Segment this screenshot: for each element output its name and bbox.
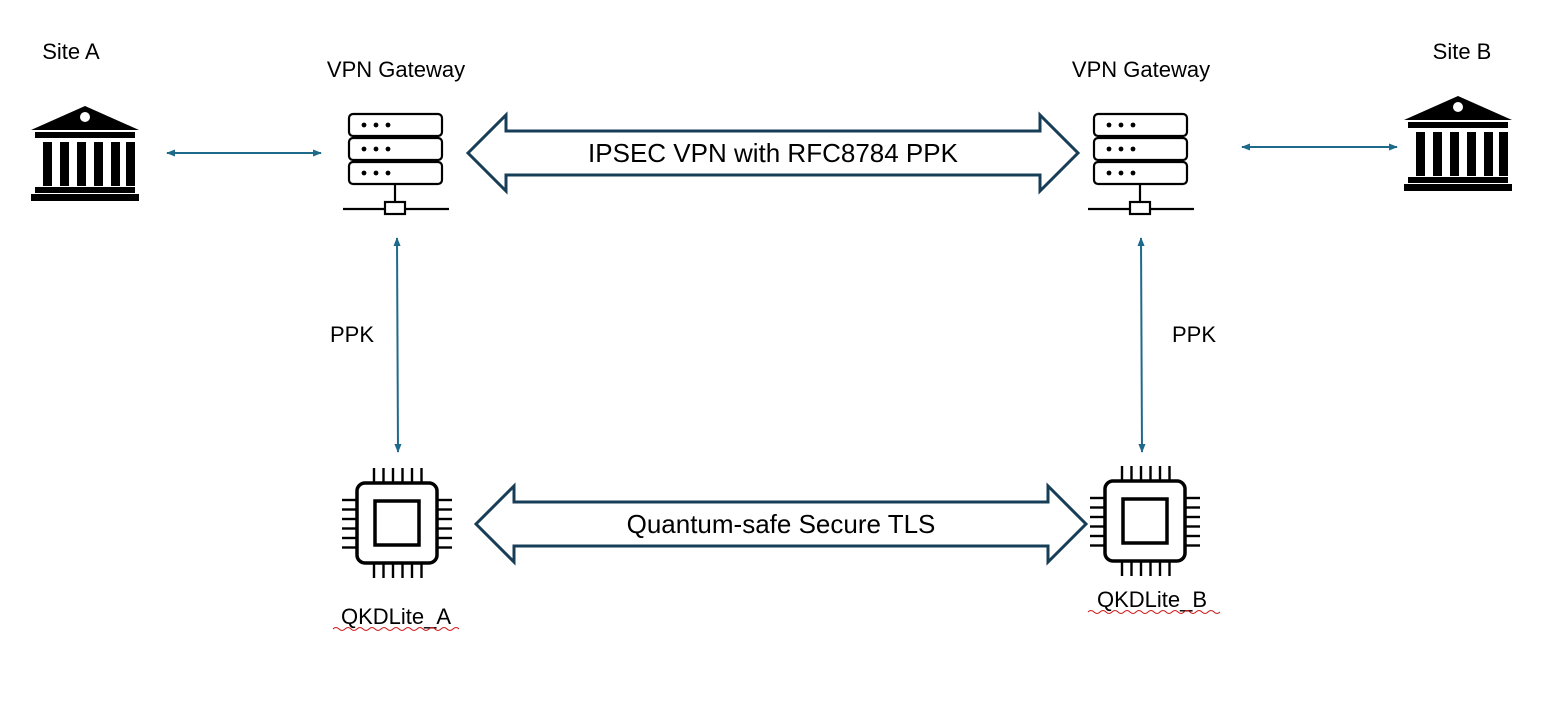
qkdlite-a-label: QKDLite_A [341, 604, 451, 629]
ipsec-link-label: IPSEC VPN with RFC8784 PPK [588, 138, 959, 168]
vpn-gateway-b-label: VPN Gateway [1072, 57, 1210, 82]
tls-link-label: Quantum-safe Secure TLS [627, 509, 936, 539]
ppk-right-label: PPK [1172, 322, 1216, 347]
chip-icon [1088, 464, 1202, 578]
vpn-gateway-a-node: VPN Gateway [327, 57, 465, 216]
qkdlite-b-label: QKDLite_B [1097, 587, 1207, 612]
site-b-node: Site B [1404, 39, 1512, 191]
ipsec-double-arrow [465, 111, 1081, 195]
chip-icon [340, 466, 454, 580]
vpn-gateway-b-node: VPN Gateway [1072, 57, 1210, 216]
tls-link: Quantum-safe Secure TLS [473, 482, 1089, 566]
tls-double-arrow [473, 482, 1089, 566]
server-rack-icon [1086, 112, 1196, 216]
spellcheck-underline [332, 627, 460, 631]
qkdlite-a-node: QKDLite_A [332, 466, 460, 631]
server-rack-icon [341, 112, 451, 216]
site-a-label: Site A [42, 39, 100, 64]
ipsec-vpn-link: IPSEC VPN with RFC8784 PPK [465, 111, 1081, 195]
ppk-right-connector [1137, 237, 1146, 453]
bank-building-icon [31, 106, 139, 201]
bank-building-icon [1404, 96, 1512, 191]
qkdlite-b-node: QKDLite_B [1087, 464, 1221, 614]
ppk-left-label: PPK [330, 322, 374, 347]
vpn-gateway-a-label: VPN Gateway [327, 57, 465, 82]
spellcheck-underline [1087, 610, 1221, 614]
site-b-label: Site B [1433, 39, 1492, 64]
site-a-node: Site A [31, 39, 139, 201]
ppk-left-connector [393, 237, 402, 453]
